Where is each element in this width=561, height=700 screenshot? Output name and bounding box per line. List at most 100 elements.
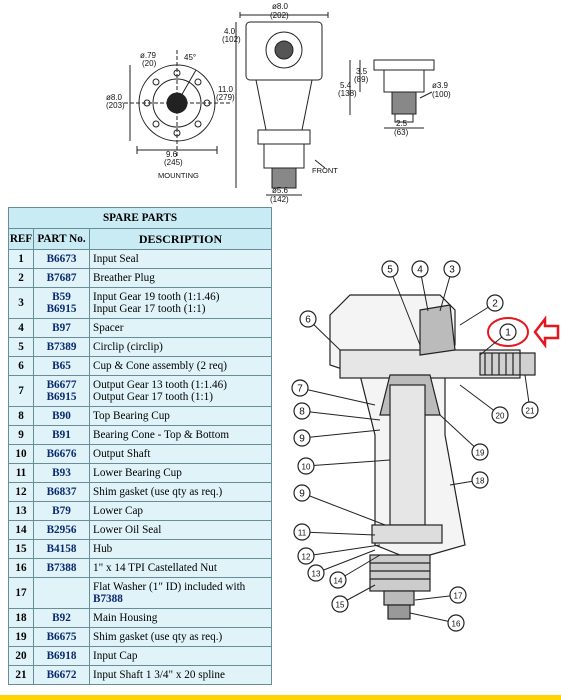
row-part-number: B65 <box>33 356 90 376</box>
description-primary: Hub <box>93 543 113 555</box>
row-ref: 20 <box>8 646 34 666</box>
callout-circle <box>293 429 311 447</box>
row-part-number: B92 <box>33 608 90 628</box>
callout-number: 9 <box>299 489 305 500</box>
callout-circle <box>293 484 311 502</box>
part-number-secondary: B6915 <box>46 391 77 403</box>
part-number-primary: B6676 <box>46 448 77 460</box>
description-primary: Main Housing <box>93 612 158 624</box>
dim-d12b: (63) <box>394 128 409 137</box>
row-ref: 12 <box>8 482 34 502</box>
row-ref: 10 <box>8 444 34 464</box>
description-primary: Bearing Cone - Top & Bottom <box>93 429 230 441</box>
mounting-label: MOUNTING <box>158 171 199 180</box>
row-description: Lower Cap <box>89 501 272 521</box>
row-part-number: B6675 <box>33 627 90 647</box>
row-part-number: B6672 <box>33 665 90 685</box>
callout-number: 10 <box>302 463 311 472</box>
description-primary: Breather Plug <box>93 272 155 284</box>
dim-d6b: (245) <box>164 158 183 167</box>
callout-circle <box>307 564 325 582</box>
dim-d9b: (89) <box>354 75 369 84</box>
row-description: Hub <box>89 539 272 559</box>
row-description: Circlip (circlip) <box>89 337 272 357</box>
callout-13: 13 <box>307 564 325 582</box>
dim-d10b: (138) <box>338 89 357 98</box>
callout-number: 18 <box>476 477 485 486</box>
callout-circle <box>447 614 465 632</box>
part-number-primary: B93 <box>52 467 71 479</box>
callout-number: 13 <box>312 570 321 579</box>
row-ref: 9 <box>8 425 34 445</box>
row-part-number: B97 <box>33 318 90 338</box>
callout-circle <box>293 402 311 420</box>
callout-circle <box>411 260 429 278</box>
description-primary: Cup & Cone assembly (2 req) <box>93 360 227 372</box>
callout-number: 15 <box>336 601 345 610</box>
callout-circle <box>293 523 311 541</box>
description-primary: Lower Bearing Cup <box>93 467 182 479</box>
callout-3: 3 <box>443 260 461 278</box>
callout-number: 5 <box>387 265 393 276</box>
description-primary: Input Shaft 1 3/4" x 20 spline <box>93 669 225 681</box>
dim-d10: 5.4 <box>340 81 352 90</box>
row-part-number: B6918 <box>33 646 90 666</box>
callout-5: 5 <box>381 260 399 278</box>
header-part: PART No. <box>33 228 90 250</box>
callout-number: 19 <box>476 449 485 458</box>
callout-number: 6 <box>305 315 311 326</box>
callout-circle <box>381 260 399 278</box>
row-description: Spacer <box>89 318 272 338</box>
part-number-primary: B65 <box>52 360 71 372</box>
callout-number: 16 <box>452 620 461 629</box>
callout-number: 2 <box>492 299 498 310</box>
callout-20: 20 <box>491 406 509 424</box>
part-number-primary: B79 <box>52 505 71 517</box>
part-number-primary: B59 <box>52 291 71 303</box>
part-number-primary: B6918 <box>46 650 77 662</box>
table-header-row: REF PART No. DESCRIPTION <box>8 228 272 250</box>
row-part-number: B6673 <box>33 249 90 269</box>
dim-d8b: (142) <box>270 195 289 204</box>
callout-number: 1 <box>505 328 511 339</box>
dim-d3: ø.79 <box>140 51 157 60</box>
callout-6: 6 <box>299 310 317 328</box>
dim-d5b: (203) <box>106 101 125 110</box>
callout-circle <box>491 406 509 424</box>
row-description: Input Cap <box>89 646 272 666</box>
row-description: Shim gasket (use qty as req.) <box>89 482 272 502</box>
callout-number: 8 <box>299 407 305 418</box>
description-primary: Output Shaft <box>93 448 151 460</box>
callout-circle <box>499 323 517 341</box>
callout-number: 3 <box>449 265 455 276</box>
row-description: Output Shaft <box>89 444 272 464</box>
callout-14: 14 <box>329 571 347 589</box>
row-description: Input Shaft 1 3/4" x 20 spline <box>89 665 272 685</box>
row-part-number <box>33 577 90 609</box>
dim-d4: 45° <box>184 53 196 62</box>
callout-circle <box>331 595 349 613</box>
row-description: Lower Bearing Cup <box>89 463 272 483</box>
dim-d9: 3.5 <box>356 67 368 76</box>
callout-15: 15 <box>331 595 349 613</box>
dim-d12: 2.5 <box>396 119 408 128</box>
callout-number: 17 <box>454 592 463 601</box>
highlight-circle <box>487 317 529 347</box>
dim-d8: ø5.6 <box>272 186 289 195</box>
callout-7: 7 <box>291 379 309 397</box>
description-primary: Flat Washer (1" ID) included with <box>93 581 246 593</box>
row-description: Main Housing <box>89 608 272 628</box>
part-number-primary: B92 <box>52 612 71 624</box>
dim-d3b: (20) <box>142 59 157 68</box>
row-description: Output Gear 13 tooth (1:1.46)Output Gear… <box>89 375 272 407</box>
